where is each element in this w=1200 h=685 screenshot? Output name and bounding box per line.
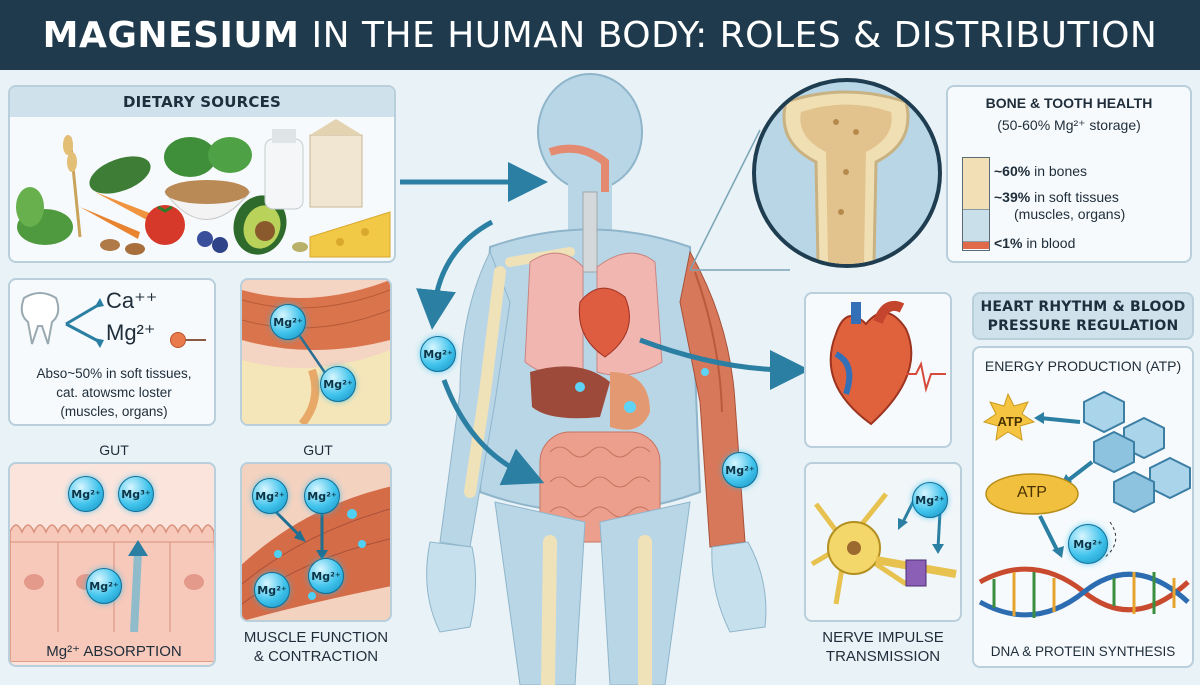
magnesium-ion: Mg²⁺: [912, 482, 948, 518]
distribution-segment-bones: [963, 158, 989, 210]
distribution-segment-soft-tissues: [963, 210, 989, 242]
nerve-caption: NERVE IMPULSE TRANSMISSION: [800, 628, 966, 666]
nerve-caption-line-1: NERVE IMPULSE: [822, 629, 944, 646]
tooth-text-line-2: cat. atowsmc loster: [56, 385, 172, 400]
magnesium-ion: Mg²⁺: [252, 478, 288, 514]
magnesium-ion: Mg²⁺: [270, 304, 306, 340]
magnesium-ion: Mg²⁺: [722, 452, 758, 488]
human-body-illustration: [426, 73, 767, 685]
bone-health-heading: BONE & TOOTH HEALTH: [985, 95, 1153, 111]
magnesium-ion: Mg²⁺: [1068, 524, 1108, 564]
energy-production-panel: ENERGY PRODUCTION (ATP) ATP ATP Mg²⁺ DNA: [972, 346, 1194, 668]
nerve-panel: Mg²⁺: [804, 462, 962, 622]
heart-illustration: [829, 300, 946, 426]
energy-production-heading: ENERGY PRODUCTION (ATP): [984, 358, 1182, 374]
magnesium-ion: Mg²⁺: [68, 476, 104, 512]
bone-cross-section-illustration: [782, 90, 910, 264]
muscle-contraction-panel: Mg²⁺ Mg²⁺ Mg²⁺ Mg²⁺: [240, 462, 392, 622]
heart-rhythm-heading: HEART RHYTHM & BLOOD PRESSURE REGULATION: [972, 292, 1194, 340]
neuron-illustration: [810, 492, 957, 605]
tooth-text: Abso~50% in soft tissues, cat. atowsmc l…: [16, 364, 212, 421]
heart-rhythm-heading-line-2: PRESSURE REGULATION: [987, 318, 1179, 334]
title-bar: MAGNESIUM IN THE HUMAN BODY: ROLES & DIS…: [0, 0, 1200, 70]
tooth-text-line-3: (muscles, organs): [60, 404, 168, 419]
magnesium-ion: Mg³⁺: [118, 476, 154, 512]
distribution-bar: [962, 157, 990, 251]
legend-bones: ~60% in bones: [994, 163, 1087, 179]
title-rest: IN THE HUMAN BODY: ROLES & DISTRIBUTION: [311, 14, 1158, 56]
energy-illustration: [978, 390, 1191, 618]
magnesium-ion: Mg²⁺: [420, 336, 456, 372]
atp-ellipse-label: ATP: [1017, 484, 1047, 501]
muscle-caption: MUSCLE FUNCTION & CONTRACTION: [236, 628, 396, 666]
magnesium-ion: Mg²⁺: [304, 478, 340, 514]
legend-bones-label: in bones: [1034, 163, 1088, 179]
legend-blood-label: in blood: [1026, 235, 1076, 251]
gut-label: GUT: [99, 442, 129, 458]
bone-zoom-circle: [752, 78, 942, 268]
legend-soft-tissues-label-2: (muscles, organs): [1014, 206, 1126, 222]
bone-health-panel: BONE & TOOTH HEALTH (50-60% Mg²⁺ storage…: [946, 85, 1192, 263]
magnesium-ion-dot: [170, 332, 186, 348]
legend-soft-tissues: ~39% in soft tissues (muscles, organs): [994, 189, 1125, 223]
food-illustration: [16, 119, 391, 258]
muscle-caption-line-1: MUSCLE FUNCTION: [243, 629, 389, 646]
dietary-sources-panel: DIETARY SOURCES: [8, 85, 396, 263]
magnesium-ion-label: Mg²⁺: [106, 320, 156, 345]
atp-star-label: ATP: [997, 414, 1023, 429]
tooth-icon: [20, 292, 60, 345]
magnesium-ion: Mg²⁺: [320, 366, 356, 402]
tooth-text-line-1: Abso~50% in soft tissues,: [36, 366, 192, 381]
muscle-caption-line-2: & CONTRACTION: [253, 648, 379, 665]
nerve-caption-line-2: TRANSMISSION: [825, 648, 941, 665]
title-bold: MAGNESIUM: [42, 14, 300, 56]
legend-blood-value: <1%: [994, 235, 1023, 251]
tooth-panel: Ca⁺⁺ Mg²⁺ Abso~50% in soft tissues, cat.…: [8, 278, 216, 426]
tooth-arrows: [65, 298, 104, 348]
gut-absorption-caption: Mg²⁺ ABSORPTION: [46, 643, 182, 660]
muscle-fiber-panel: Mg²⁺ Mg²⁺: [240, 278, 392, 426]
legend-soft-tissues-value: ~39%: [994, 189, 1031, 205]
heart-rhythm-heading-line-1: HEART RHYTHM & BLOOD: [980, 299, 1186, 315]
legend-bones-value: ~60%: [994, 163, 1031, 179]
legend-blood: <1% in blood: [994, 235, 1075, 251]
calcium-ion-label: Ca⁺⁺: [106, 288, 158, 313]
bone-health-subheading: (50-60% Mg²⁺ storage): [997, 117, 1141, 133]
legend-soft-tissues-label: in soft tissues: [1034, 189, 1119, 205]
dietary-sources-heading: DIETARY SOURCES: [10, 87, 394, 117]
magnesium-ion: Mg²⁺: [308, 558, 344, 594]
magnesium-ion: Mg²⁺: [86, 568, 122, 604]
gut-label-2: GUT: [303, 442, 333, 458]
dot-stem: [186, 339, 206, 341]
distribution-segment-blood: [963, 242, 989, 249]
heart-panel: [804, 292, 952, 448]
dna-protein-caption: DNA & PROTEIN SYNTHESIS: [990, 644, 1176, 659]
gut-absorption-panel: Mg²⁺ Mg³⁺ Mg²⁺ Mg²⁺ ABSORPTION: [8, 462, 216, 667]
magnesium-ion: Mg²⁺: [254, 572, 290, 608]
